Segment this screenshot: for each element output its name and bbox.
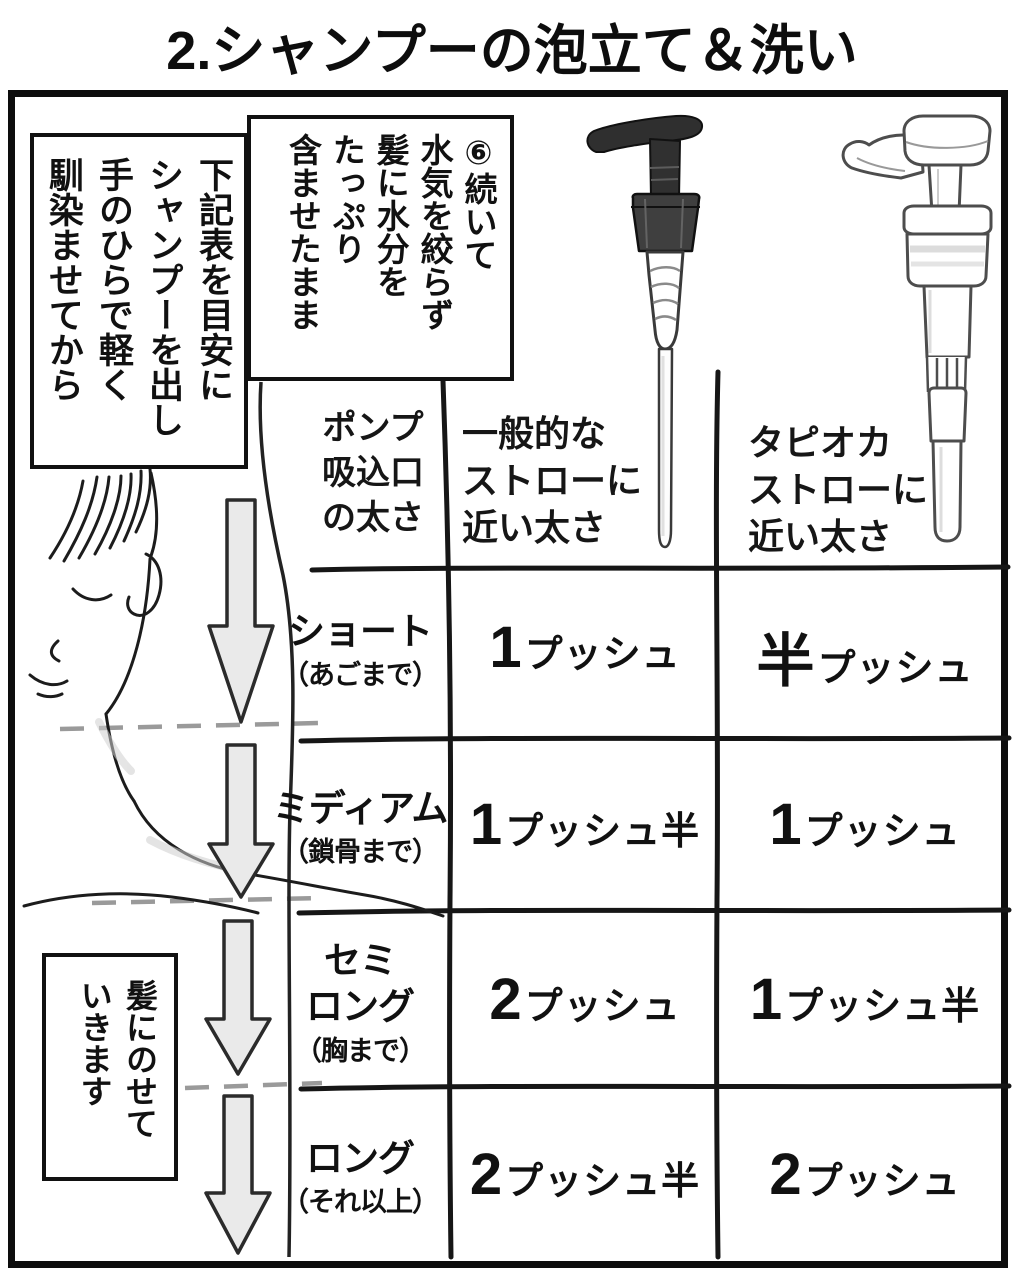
speech-bubble-step6: ⑥続いて 水気を絞らず 髪に水分を たっぷり 含ませたまま [247,115,514,381]
push-count-number: 1 [489,615,522,680]
mouth-line [28,673,69,687]
nose-line [49,639,61,663]
table-header-tapioca-straw: タピオカ ストローに 近い太さ [748,422,929,558]
speech-bubble-apply: 髪にのせて いきます [42,953,178,1181]
cell-short-standard: 1プッシュ [452,614,718,681]
hair-length-name: ミディアム [272,788,449,829]
push-count-unit: プッシュ半 [505,811,701,853]
hair-length-range: （鎖骨まで） [282,837,439,868]
push-count-number: 1 [749,967,783,1032]
hair-length-arrows [204,498,275,1255]
push-count-unit: プッシュ半 [505,1161,701,1203]
row-label-long: ロング （それ以上） [268,1136,452,1219]
table-header-standard-straw: 一般的な ストローに 近い太さ [462,413,643,549]
arrow-medium [207,743,275,899]
row-label-medium: ミディアム （鎖骨まで） [268,786,452,869]
cell-semilong-tapioca: 1プッシュ半 [722,966,1008,1033]
push-count-unit: プッシュ [804,1161,961,1203]
push-count-unit: プッシュ半 [785,986,981,1028]
speech-bubble-guide: 下記表を目安に シャンプーを出し 手のひらで軽く 馴染ませてから [30,133,248,469]
push-count-unit: プッシュ [524,634,681,676]
push-count-number: 2 [769,1142,802,1207]
neck-front-line [104,712,136,803]
push-count-number: 1 [469,792,503,857]
table-header-pump-intake: ポンプ 吸込口 の太さ [322,409,424,538]
push-count-number: 2 [489,967,522,1032]
push-count-unit: プッシュ [804,811,961,853]
cell-semilong-standard: 2プッシュ [452,966,718,1033]
hair-length-range: （あごまで） [282,660,439,691]
shoulder-line [132,799,445,918]
push-count-unit: プッシュ [817,648,974,690]
cell-medium-standard: 1プッシュ半 [452,791,718,858]
hair-length-range: （それ以上） [282,1187,439,1218]
cell-medium-tapioca: 1プッシュ [722,791,1008,858]
head-side-line [149,471,159,558]
page-title: 2.シャンプーの泡立て＆洗い [166,21,858,81]
cell-short-tapioca: 半プッシュ [722,614,1008,698]
far-shoulder-line [22,892,260,915]
push-count-number: 1 [769,792,802,857]
row-label-short: ショート （あごまで） [268,609,452,692]
pump-tapioca-illustration [841,114,993,543]
closed-eye-line [71,587,113,602]
hair-length-range: （胸まで） [295,1035,426,1066]
arrow-semilong [204,919,272,1076]
cell-long-tapioca: 2プッシュ [722,1141,1008,1208]
ear-line [126,552,163,617]
jaw-line [104,557,152,716]
panel-frame [8,90,1008,1268]
push-count-number: 2 [469,1142,503,1207]
face-illustration [22,467,445,918]
table-grid [296,369,1012,1260]
hair-length-name: セミ ロング [306,940,415,1028]
arrow-long [204,1094,272,1255]
push-count-unit: プッシュ [524,986,681,1028]
bangs-hair-strokes [48,467,152,563]
row-label-semilong: セミ ロング （胸まで） [268,938,452,1067]
push-count-number: 半 [756,629,815,694]
hair-length-name: ショート [288,611,433,652]
chin-line [36,692,64,699]
cell-long-standard: 2プッシュ半 [452,1141,718,1208]
arrow-short [207,498,275,724]
pump-narrow-illustration [586,114,704,549]
hair-length-name: ロング [306,1138,415,1179]
label-column-left-edge [258,381,295,1258]
